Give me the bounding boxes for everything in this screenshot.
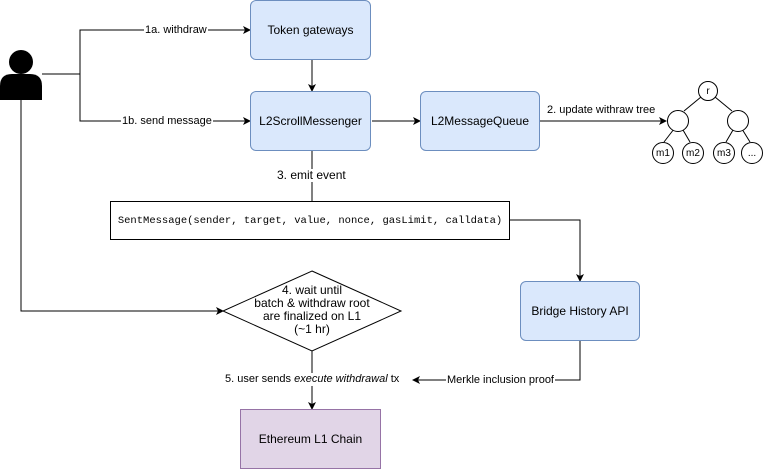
edge-send-message: [42, 73, 251, 125]
tree-leaf-node[interactable]: m3: [713, 142, 735, 164]
edge-event-to-history: [510, 219, 584, 282]
user-sends-suffix: tx: [387, 373, 400, 385]
bridge-history-api-label: Bridge History API: [531, 304, 629, 318]
edge-label-merkle-proof: Merkle inclusion proof: [446, 374, 555, 387]
edge-label-withdraw: 1a. withdraw: [144, 24, 208, 37]
finalization-decision-text: 4. wait until batch & withdraw root are …: [237, 284, 387, 336]
edge-label-user-sends: 5. user sends execute withdrawal tx: [224, 373, 401, 386]
user-icon: [0, 50, 42, 100]
decision-line-1: 4. wait until: [281, 283, 343, 297]
edge-label-update-tree: 2. update withraw tree: [546, 104, 657, 117]
finalization-decision-shape: [221, 270, 403, 352]
decision-line-3: are finalized on L1: [262, 309, 362, 323]
tree-root-node[interactable]: r: [698, 81, 718, 101]
user-sends-prefix: 5. user sends: [225, 373, 295, 385]
tree-leaf-node[interactable]: m1: [652, 142, 674, 164]
tree-leaf-node[interactable]: m2: [682, 142, 704, 164]
l2-message-queue-box[interactable]: L2MessageQueue: [420, 91, 540, 151]
ethereum-l1-chain-label: Ethereum L1 Chain: [258, 432, 363, 446]
tree-internal-node-left[interactable]: [667, 110, 689, 132]
user-sends-italic: execute withdrawal: [294, 373, 388, 385]
sent-message-label: SentMessage(sender, target, value, nonce…: [117, 214, 503, 227]
edge-label-emit-event: 3. emit event: [276, 168, 347, 182]
tree-leaf-label: ...: [747, 147, 757, 159]
edge-label-send-message: 1b. send message: [121, 115, 213, 128]
tree-root-label: r: [706, 85, 710, 97]
merkle-tree-edges: [663, 96, 751, 143]
sent-message-event-box[interactable]: SentMessage(sender, target, value, nonce…: [110, 201, 510, 240]
edge-user-to-decision: [20, 100, 224, 315]
l2-message-queue-label: L2MessageQueue: [430, 114, 530, 128]
l2-scroll-messenger-box[interactable]: L2ScrollMessenger: [250, 91, 371, 151]
tree-leaf-label: m1: [656, 147, 670, 159]
decision-line-4: (~1 hr): [294, 322, 330, 336]
tree-leaf-node[interactable]: ...: [741, 142, 763, 164]
tree-leaf-label: m2: [686, 147, 700, 159]
token-gateways-label: Token gateways: [267, 23, 354, 37]
l2-scroll-messenger-label: L2ScrollMessenger: [259, 114, 362, 128]
ethereum-l1-chain-box[interactable]: Ethereum L1 Chain: [240, 409, 381, 469]
token-gateways-box[interactable]: Token gateways: [250, 0, 371, 60]
tree-leaf-label: m3: [717, 147, 731, 159]
decision-line-2: batch & withdraw root: [254, 296, 370, 310]
bridge-history-api-box[interactable]: Bridge History API: [520, 281, 640, 341]
tree-internal-node-right[interactable]: [727, 110, 749, 132]
